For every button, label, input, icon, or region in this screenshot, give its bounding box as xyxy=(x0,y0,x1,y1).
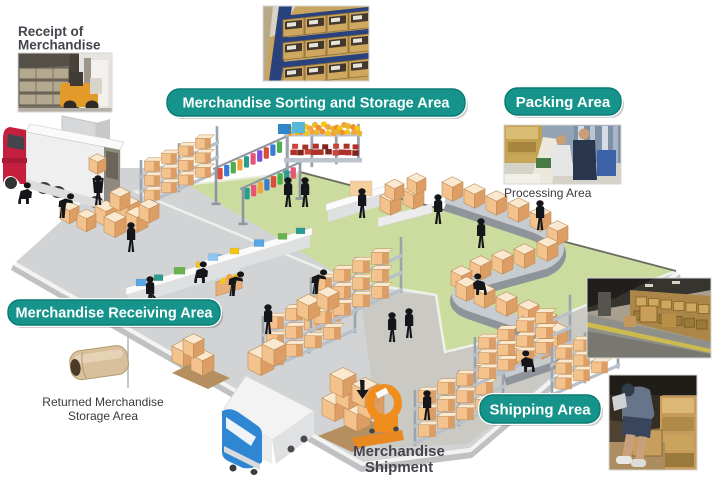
svg-text:Shipping Area: Shipping Area xyxy=(489,401,591,418)
svg-text:Processing Area: Processing Area xyxy=(504,186,592,200)
svg-text:Merchandise: Merchandise xyxy=(353,443,445,460)
svg-text:Shipment: Shipment xyxy=(365,459,433,476)
svg-text:Packing Area: Packing Area xyxy=(516,94,611,111)
svg-text:Merchandise: Merchandise xyxy=(18,38,101,53)
svg-text:Storage Area: Storage Area xyxy=(68,409,138,423)
svg-text:Receipt of: Receipt of xyxy=(18,24,84,39)
svg-text:Returned Merchandise: Returned Merchandise xyxy=(42,395,164,409)
svg-text:Merchandise Sorting and Storag: Merchandise Sorting and Storage Area xyxy=(183,96,451,112)
svg-text:Merchandise Receiving Area: Merchandise Receiving Area xyxy=(16,306,214,322)
